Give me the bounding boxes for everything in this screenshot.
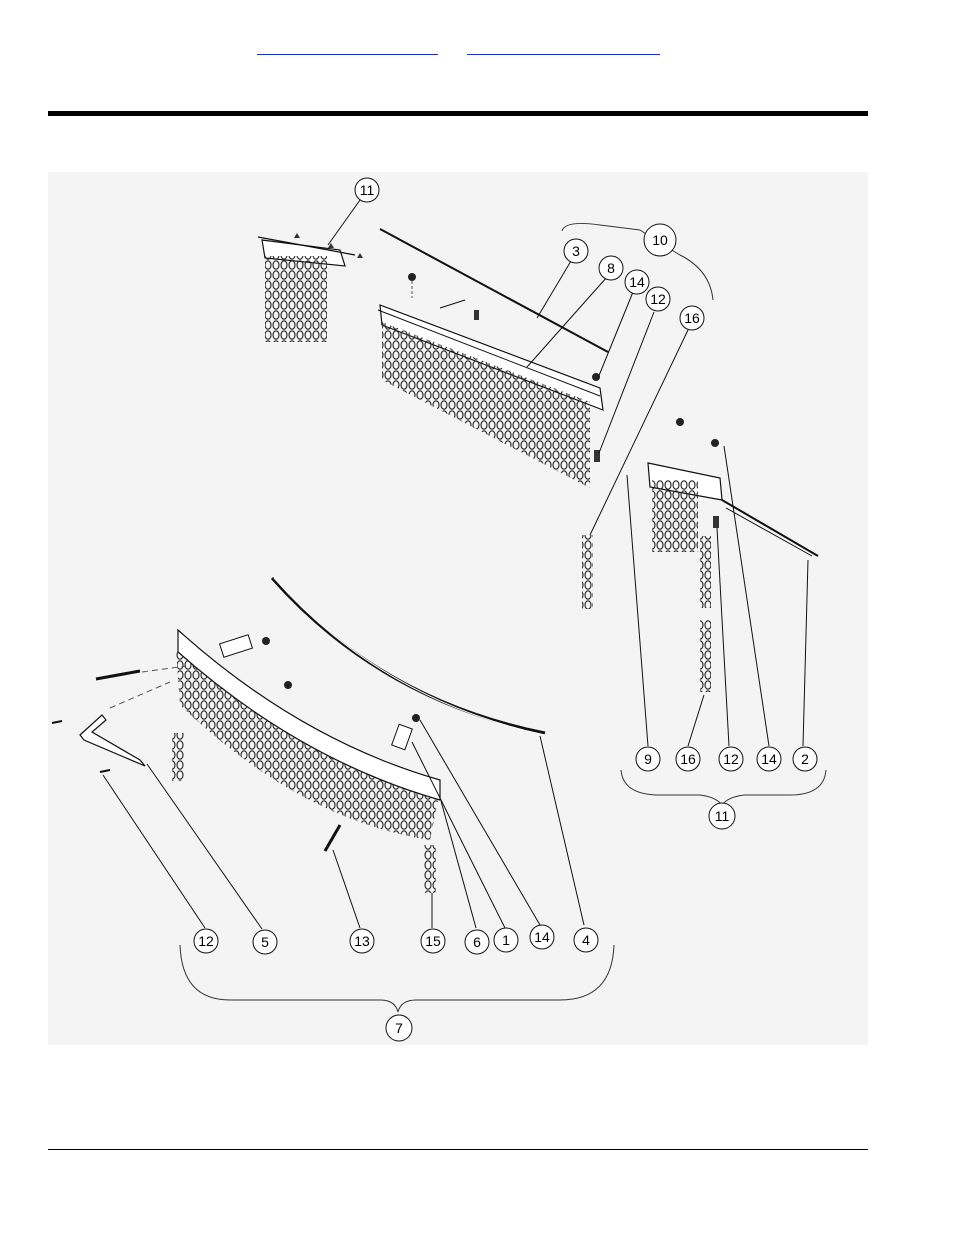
callout-label: 7 [395,1020,403,1036]
callout-label: 15 [425,933,441,949]
callout-label: 10 [652,232,668,248]
callout-label: 2 [801,751,809,767]
long-chain-harrow-section [378,229,608,488]
callout-label: 16 [680,751,696,767]
right-chain-harrow-section [582,418,818,692]
callout-label: 11 [715,808,730,824]
callout-label: 13 [354,933,370,949]
callout-label: 4 [582,932,590,948]
callout-label: 3 [572,243,580,259]
callout-label: 14 [534,929,550,945]
small-chain-harrow-section [258,233,363,342]
callout-label: 1 [502,932,510,948]
callout-label: 5 [261,934,269,950]
callout-label: 9 [644,751,652,767]
callout-label: 12 [723,751,739,767]
callout-label: 8 [607,260,615,276]
callout-label: 12 [650,291,666,307]
curved-chain-harrow-assembly [52,578,545,893]
callout-label: 12 [198,933,214,949]
callout-label: 14 [761,751,777,767]
footer-rule [48,1149,868,1150]
callout-label: 11 [360,182,375,198]
callout-label: 16 [684,310,700,326]
callout-label: 14 [629,274,645,290]
callout-label: 6 [473,934,481,950]
